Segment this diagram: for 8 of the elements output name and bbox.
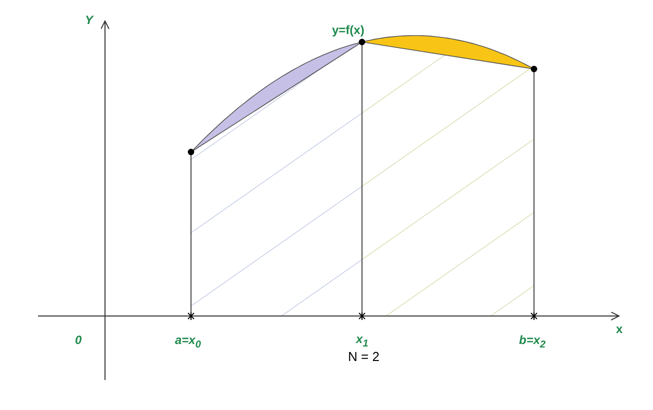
tick-label: x$_{1}$ bbox=[356, 333, 368, 350]
axis-label: Y bbox=[85, 14, 94, 26]
tick-label: b=x$_{2}$ bbox=[519, 334, 546, 350]
origin-label: 0 bbox=[75, 334, 82, 346]
axis-label: x bbox=[616, 323, 623, 335]
curve-label: y=f(x) bbox=[332, 24, 364, 36]
tick-label: a=x$_{0}$ bbox=[175, 334, 201, 350]
note-text: N = 2 bbox=[348, 350, 380, 363]
